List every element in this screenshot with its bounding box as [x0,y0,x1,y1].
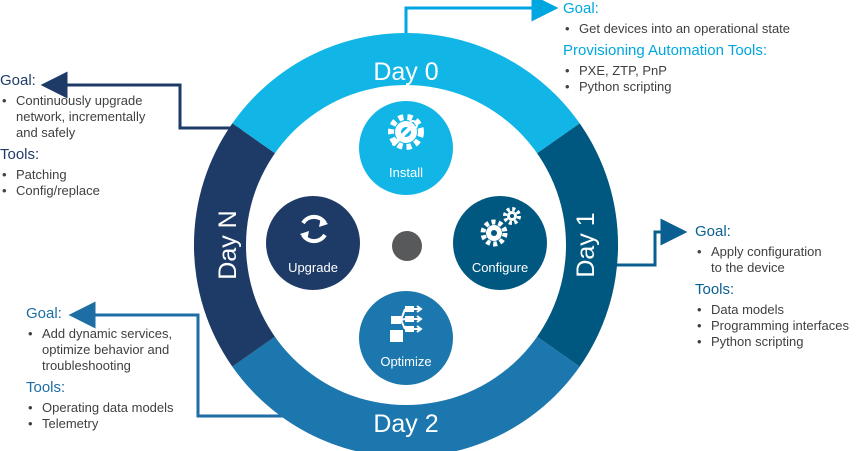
dayN-label: Day N [214,210,242,279]
day1-goal-list: Apply configuration to the device [695,244,861,276]
day0-connector-arrow [404,0,559,35]
upgrade-node: Upgrade [266,196,360,290]
refresh-icon [300,215,328,243]
day0-tools-list: PXE, ZTP, PnP Python scripting [563,63,853,95]
configure-label: Configure [472,260,528,275]
optimize-node: Optimize [359,291,453,385]
gears-icon [480,207,521,247]
day1-label: Day 1 [572,212,600,277]
list-item: Python scripting [695,334,861,350]
dayN-info-panel: Goal: Continuously upgrade network, incr… [0,72,170,204]
day2-connector-arrow [68,301,292,418]
install-label: Install [389,165,423,180]
wrench-gear-icon [388,114,424,150]
day2-tools-heading: Tools: [26,379,66,396]
day1-tools-heading: Tools: [695,281,735,298]
dayN-goal-list: Continuously upgrade network, incrementa… [0,93,170,141]
day2-goal-heading: Goal: [26,305,62,322]
list-item: Continuously upgrade network, incrementa… [0,93,164,141]
day0-info-panel: Goal: Get devices into an operational st… [563,0,853,100]
list-item: Config/replace [0,183,170,199]
day2-info-panel: Goal: Add dynamic services, optimize beh… [26,305,196,437]
list-item: PXE, ZTP, PnP [563,63,853,79]
workflow-icon [390,305,423,342]
day0-goal-list: Get devices into an operational state [563,21,853,37]
dayN-goal-heading: Goal: [0,72,36,89]
day1-goal-heading: Goal: [695,223,731,240]
list-item: Add dynamic services, optimize behavior … [26,326,194,374]
day2-tools-list: Operating data models Telemetry [26,400,196,432]
list-item: Apply configuration to the device [695,244,831,276]
day0-goal-heading: Goal: [563,0,599,17]
list-item: Get devices into an operational state [563,21,853,37]
configure-node: Configure [453,196,547,290]
upgrade-label: Upgrade [288,260,338,275]
dayN-tools-heading: Tools: [0,146,40,163]
day0-label: Day 0 [373,58,438,86]
day2-goal-list: Add dynamic services, optimize behavior … [26,326,196,374]
install-node: Install [359,101,453,195]
dayN-tools-list: Patching Config/replace [0,167,170,199]
center-hub [392,231,422,261]
list-item: Operating data models [26,400,196,416]
day2-label: Day 2 [373,410,438,438]
day1-info-panel: Goal: Apply configuration to the device … [695,223,861,355]
day1-connector-arrow [604,218,688,267]
list-item: Programming interfaces [695,318,861,334]
list-item: Data models [695,302,861,318]
dayN-connector-arrow [40,71,246,130]
day0-tools-heading: Provisioning Automation Tools: [563,42,768,59]
day1-tools-list: Data models Programming interfaces Pytho… [695,302,861,350]
optimize-label: Optimize [380,354,431,369]
list-item: Python scripting [563,79,853,95]
list-item: Telemetry [26,416,196,432]
list-item: Patching [0,167,170,183]
